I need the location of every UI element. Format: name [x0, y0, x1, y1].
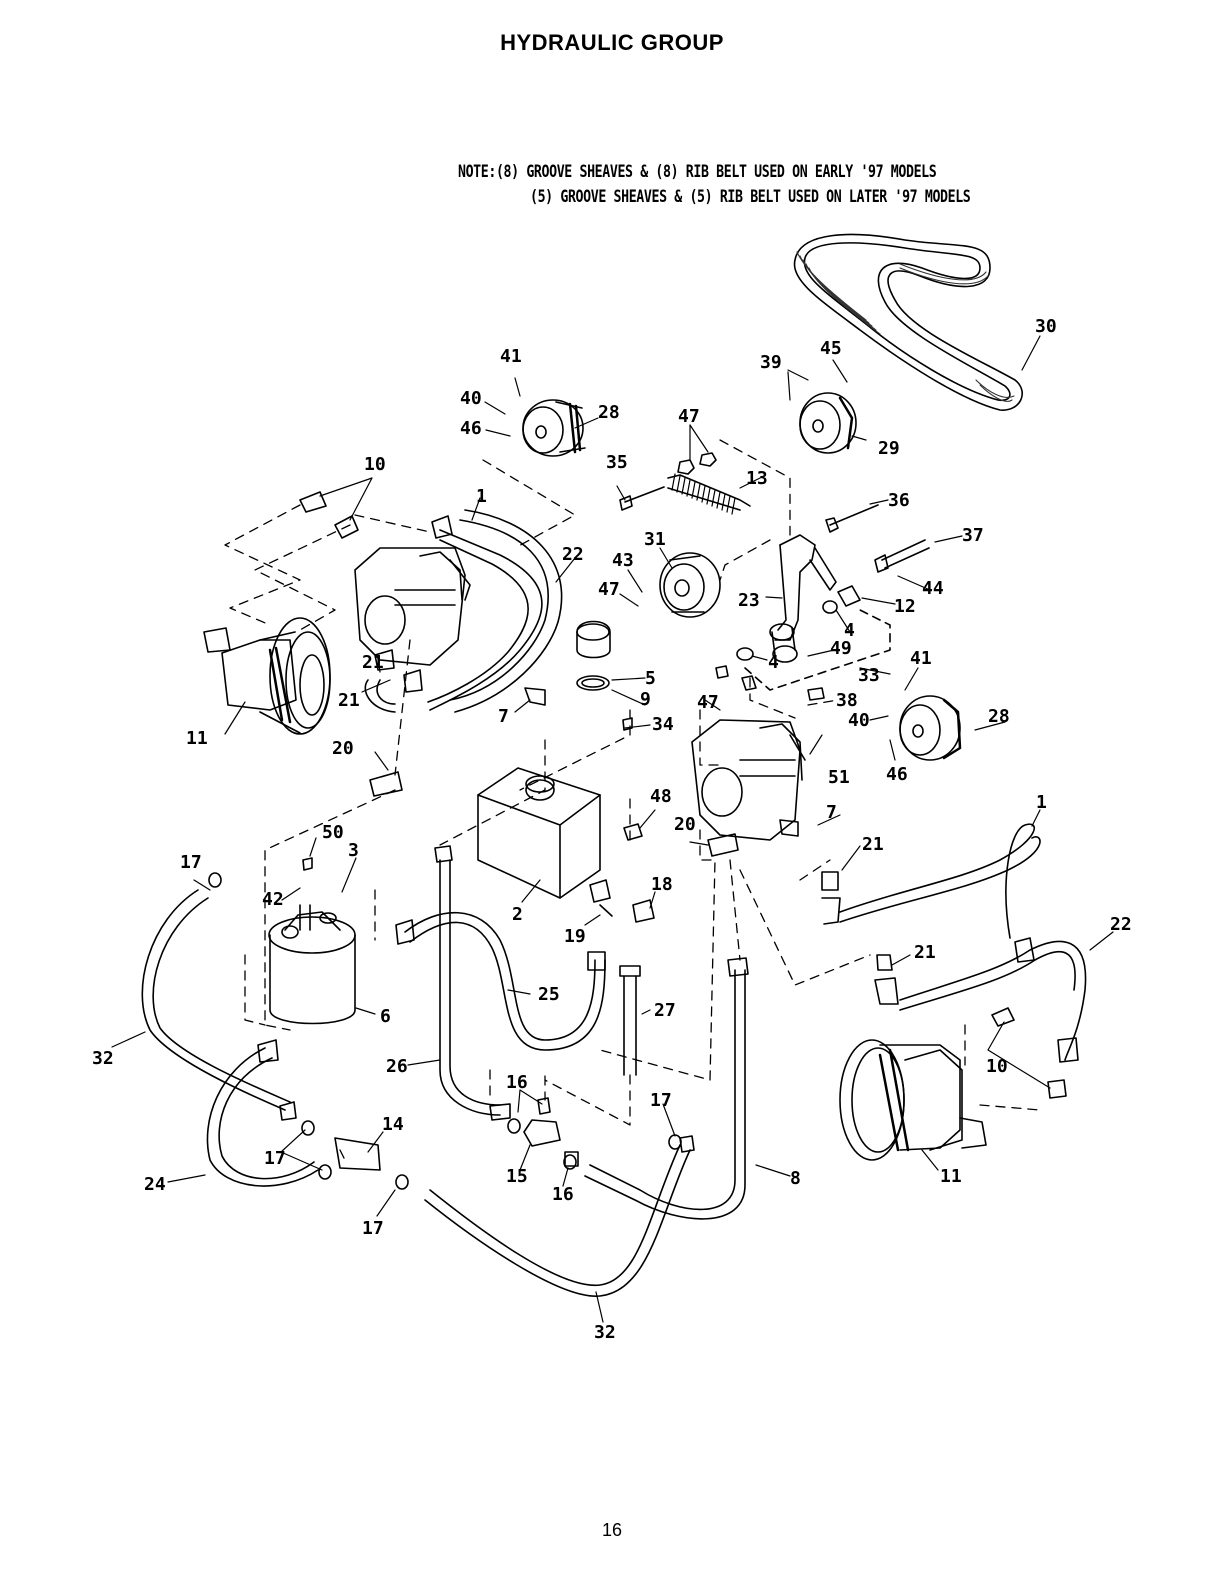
motor-11-right [839, 1039, 987, 1161]
callout-label: 4 [768, 652, 779, 673]
rib-belt [793, 233, 1023, 411]
callout-label: 47 [598, 579, 620, 600]
callout-label: 28 [988, 706, 1010, 727]
callout-label: 20 [332, 738, 354, 759]
callout-label: 8 [790, 1168, 801, 1189]
callout-label: 21 [362, 652, 384, 673]
callout-label: 14 [382, 1114, 404, 1135]
pulley-28-right [899, 695, 962, 761]
page-title: HYDRAULIC GROUP [500, 30, 724, 55]
callout-label: 40 [848, 710, 870, 731]
callout-label: 20 [674, 814, 696, 835]
callout-label: 17 [180, 852, 202, 873]
callout-label: 15 [506, 1166, 528, 1187]
callout-label: 21 [914, 942, 936, 963]
callout-label: 32 [594, 1322, 616, 1343]
callout-label: 22 [1110, 914, 1132, 935]
callout-label: 30 [1035, 316, 1057, 337]
callout-label: 28 [598, 402, 620, 423]
callout-label: 41 [500, 346, 522, 367]
callout-label: 17 [264, 1148, 286, 1169]
callout-label: 22 [562, 544, 584, 565]
callout-label: 46 [460, 418, 482, 439]
callout-label: 16 [552, 1184, 574, 1205]
callout-label: 19 [564, 926, 586, 947]
callout-label: 29 [878, 438, 900, 459]
motor-11-left [203, 617, 331, 735]
callout-label: 36 [888, 490, 910, 511]
callout-label: 45 [820, 338, 842, 359]
callout-labels: 41 40 46 28 45 39 29 30 47 35 13 10 1 22… [92, 316, 1132, 1343]
callout-label: 7 [826, 802, 837, 823]
idler-pulley-31 [659, 552, 721, 618]
callout-label: 1 [476, 486, 487, 507]
callout-label: 47 [678, 406, 700, 427]
callout-label: 7 [498, 706, 509, 727]
callout-label: 39 [760, 352, 782, 373]
pump-right [691, 719, 806, 841]
callout-label: 16 [506, 1072, 528, 1093]
callout-label: 44 [922, 578, 944, 599]
note-line-1: NOTE:(8) GROOVE SHEAVES & (8) RIB BELT U… [458, 162, 937, 182]
callout-label: 1 [1036, 792, 1047, 813]
oil-tank-2 [477, 767, 601, 899]
callout-label: 38 [836, 690, 858, 711]
filter-6 [268, 904, 356, 1025]
callout-label: 46 [886, 764, 908, 785]
callout-label: 17 [650, 1090, 672, 1111]
pump-left [354, 547, 471, 666]
callout-label: 32 [92, 1048, 114, 1069]
callout-label: 5 [645, 668, 656, 689]
callout-label: 25 [538, 984, 560, 1005]
callout-label: 27 [654, 1000, 676, 1021]
callout-label: 50 [322, 822, 344, 843]
callout-label: 40 [460, 388, 482, 409]
callout-label: 48 [650, 786, 672, 807]
idler-arm-23 [769, 534, 837, 663]
callout-label: 11 [940, 1166, 962, 1187]
callout-label: 37 [962, 525, 984, 546]
note-line-2: (5) GROOVE SHEAVES & (5) RIB BELT USED O… [530, 187, 971, 207]
callout-label: 21 [862, 834, 884, 855]
callout-label: 21 [338, 690, 360, 711]
callout-label: 41 [910, 648, 932, 669]
callout-label: 2 [512, 904, 523, 925]
callout-label: 3 [348, 840, 359, 861]
callout-label: 35 [606, 452, 628, 473]
page-number: 16 [601, 1520, 623, 1540]
hoses [141, 509, 1087, 1297]
pulley-28-top [522, 399, 586, 457]
callout-label: 17 [362, 1218, 384, 1239]
callout-label: 49 [830, 638, 852, 659]
callout-label: 9 [640, 689, 651, 710]
callout-label: 33 [858, 665, 880, 686]
callout-label: 6 [380, 1006, 391, 1027]
callout-label: 12 [894, 596, 916, 617]
callout-label: 23 [738, 590, 760, 611]
callout-label: 24 [144, 1174, 166, 1195]
callout-label: 18 [651, 874, 673, 895]
callout-label: 47 [697, 692, 719, 713]
callout-label: 42 [262, 889, 284, 910]
callout-label: 10 [986, 1056, 1008, 1077]
callout-label: 34 [652, 714, 674, 735]
fittings [208, 491, 1079, 1190]
connection-lines [224, 439, 1041, 1161]
callout-label: 4 [844, 620, 855, 641]
callout-label: 43 [612, 550, 634, 571]
leader-lines [111, 335, 1114, 1323]
pulley-29 [799, 392, 857, 454]
callout-label: 11 [186, 728, 208, 749]
callout-label: 31 [644, 529, 666, 550]
spring-13 [667, 473, 751, 515]
callout-label: 51 [828, 767, 850, 788]
callout-label: 26 [386, 1056, 408, 1077]
callout-label: 10 [364, 454, 386, 475]
callout-label: 13 [746, 468, 768, 489]
